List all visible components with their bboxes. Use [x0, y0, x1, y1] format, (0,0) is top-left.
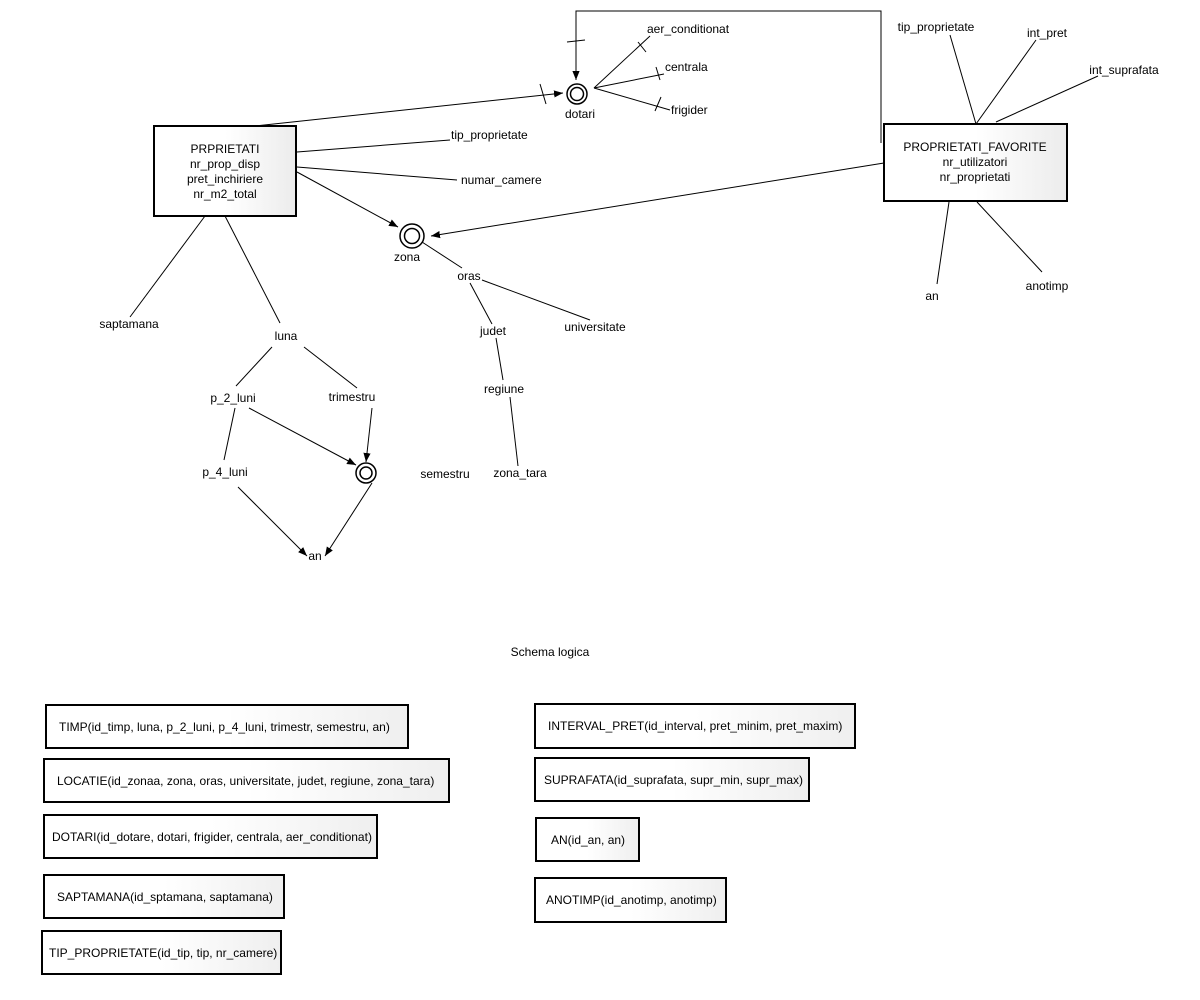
- label-universitate: universitate: [564, 320, 626, 334]
- measure-nr-proprietati: nr_proprietati: [940, 170, 1011, 184]
- fact-proprietati-title: PRPRIETATI: [191, 142, 260, 156]
- measure-nr-m2-total: nr_m2_total: [193, 187, 256, 201]
- edge-luna-p2: [235, 346, 273, 387]
- fact-favorite-title: PROPRIETATI_FAVORITE: [903, 140, 1046, 154]
- label-fav-tip-proprietate: tip_proprietate: [898, 20, 975, 34]
- label-saptamana: saptamana: [99, 317, 159, 331]
- label-luna: luna: [275, 329, 298, 343]
- edge-dotari-aer: [593, 35, 651, 89]
- edge-proprietati-zona: [296, 171, 399, 228]
- label-aer-conditionat: aer_conditionat: [647, 22, 730, 36]
- edge-saptamana: [129, 215, 206, 318]
- label-int-pret: int_pret: [1027, 26, 1068, 40]
- measure-pret-inchiriere: pret_inchiriere: [187, 172, 263, 186]
- label-dotari: dotari: [565, 107, 595, 121]
- edge-semestru-an: [324, 482, 373, 557]
- fact-proprietati-favorite: PROPRIETATI_FAVORITE nr_utilizatori nr_p…: [883, 123, 1068, 202]
- edge-judet-regiune: [495, 337, 504, 381]
- edge-oras-judet: [469, 282, 493, 325]
- semestru-node: [355, 462, 377, 484]
- label-zona: zona: [394, 250, 420, 264]
- zona-node: [399, 223, 425, 249]
- label-zona-tara: zona_tara: [493, 466, 547, 480]
- edge-fav-anotimp: [976, 201, 1043, 273]
- label-centrala: centrala: [665, 60, 708, 74]
- table-suprafata: SUPRAFATA(id_suprafata, supr_min, supr_m…: [534, 757, 810, 802]
- label-tip-proprietate: tip_proprietate: [451, 128, 528, 142]
- table-dotari: DOTARI(id_dotare, dotari, frigider, cent…: [43, 814, 378, 859]
- cut-mark: [539, 83, 547, 105]
- label-semestru: semestru: [420, 467, 469, 481]
- edge-luna: [224, 215, 281, 324]
- attribute-labels: dotari aer_conditionat centrala frigider…: [99, 20, 1159, 563]
- label-judet: judet: [479, 324, 507, 338]
- label-regiune: regiune: [484, 382, 524, 396]
- label-fav-an: an: [925, 289, 938, 303]
- edge-fav-tip-proprietate: [949, 34, 977, 125]
- edge-favorite-zona: [430, 162, 885, 239]
- schema-caption: Schema logica: [510, 645, 590, 659]
- edge-p2-semestru: [248, 407, 357, 466]
- table-an: AN(id_an, an): [535, 817, 640, 862]
- edge-trimestru-semestru: [363, 407, 373, 463]
- label-an: an: [308, 549, 321, 563]
- table-tip-proprietate: TIP_PROPRIETATE(id_tip, tip, nr_camere): [41, 930, 282, 975]
- edge-numar-camere: [296, 166, 458, 181]
- edge-favorite-dotari: [572, 10, 882, 143]
- dotari-node: [566, 83, 588, 105]
- label-frigider: frigider: [671, 103, 708, 117]
- connector-lines: [129, 10, 1099, 557]
- edge-fav-an: [936, 201, 950, 285]
- edge-p2-p4: [223, 407, 236, 461]
- measure-nr-utilizatori: nr_utilizatori: [943, 155, 1008, 169]
- cut-mark: [654, 96, 662, 112]
- table-timp: TIMP(id_timp, luna, p_2_luni, p_4_luni, …: [45, 704, 409, 749]
- edge-p4-an: [237, 486, 308, 557]
- table-anotimp: ANOTIMP(id_anotimp, anotimp): [534, 877, 727, 923]
- fact-proprietati: PRPRIETATI nr_prop_disp pret_inchiriere …: [153, 125, 297, 217]
- label-p-2-luni: p_2_luni: [210, 391, 255, 405]
- cut-mark: [655, 66, 661, 81]
- table-locatie: LOCATIE(id_zonaa, zona, oras, universita…: [43, 758, 450, 803]
- label-numar-camere: numar_camere: [461, 173, 542, 187]
- edge-oras-universitate: [481, 279, 591, 321]
- label-int-suprafata: int_suprafata: [1089, 63, 1159, 77]
- label-trimestru: trimestru: [329, 390, 376, 404]
- edge-luna-trimestru: [303, 346, 358, 389]
- dimensional-fact-model-diagram: PRPRIETATI nr_prop_disp pret_inchiriere …: [99, 10, 1159, 563]
- edge-dotari-frigider: [593, 87, 671, 111]
- cut-mark: [566, 39, 586, 43]
- table-saptamana: SAPTAMANA(id_sptamana, saptamana): [43, 874, 285, 919]
- edge-tip-proprietate: [296, 139, 451, 153]
- edge-fav-int-pret: [975, 39, 1037, 125]
- table-interval-pret: INTERVAL_PRET(id_interval, pret_minim, p…: [534, 703, 856, 749]
- edge-zona-oras: [421, 241, 463, 269]
- edge-fav-int-suprafata: [995, 75, 1099, 123]
- cut-mark: [637, 41, 647, 53]
- label-oras: oras: [457, 269, 480, 283]
- edge-dotari-centrala: [593, 73, 665, 89]
- label-p-4-luni: p_4_luni: [202, 465, 247, 479]
- measure-nr-prop-disp: nr_prop_disp: [190, 157, 260, 171]
- edge-regiune-zonatara: [509, 396, 519, 467]
- edge-proprietati-dotari: [254, 90, 564, 127]
- label-anotimp: anotimp: [1026, 279, 1069, 293]
